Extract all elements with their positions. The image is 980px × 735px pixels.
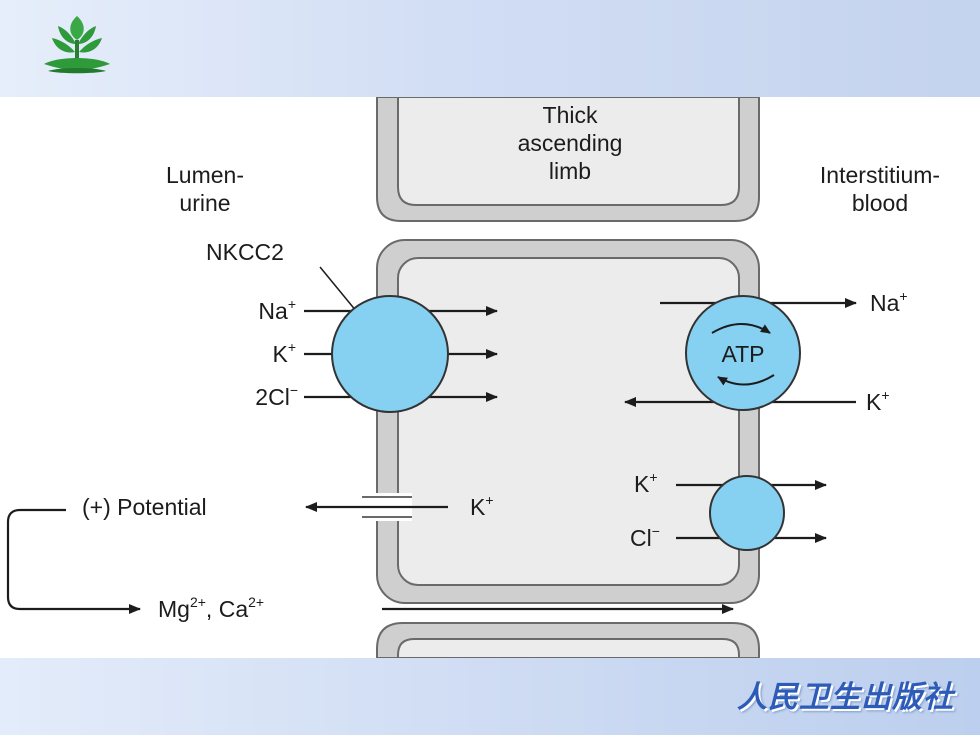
pump-k-label: K+: [866, 387, 890, 415]
pump-na-label: Na+: [870, 288, 908, 316]
tal-transport-diagram: Thick ascending limb Lumen- urine Inters…: [6, 97, 940, 658]
cell-label-line-1: Thick: [543, 102, 598, 128]
cell-label-line-3: limb: [549, 158, 591, 184]
upper-cell: [376, 97, 760, 222]
kcl-k-label: K+: [634, 469, 658, 497]
footer-band: [0, 658, 980, 735]
kcl-cl-label: Cl−: [630, 523, 660, 551]
atp-pump: [685, 295, 801, 411]
lower-cell: [376, 622, 760, 658]
nkcc2-k-label: K+: [272, 339, 296, 367]
kcl-cotransporter: [709, 475, 785, 551]
publisher-logo-text: 人民卫生出版社: [737, 680, 954, 715]
lumen-label-line-1: Lumen-: [166, 162, 244, 188]
header-band: [0, 0, 980, 97]
nkcc2-label: NKCC2: [206, 239, 284, 265]
nkcc2-transporter: [331, 295, 449, 413]
mg-ca-label: Mg2+, Ca2+: [158, 594, 264, 622]
atp-label: ATP: [721, 341, 764, 367]
channel-k-label: K+: [470, 492, 494, 520]
main-cell: [376, 239, 760, 604]
cell-label-line-2: ascending: [518, 130, 623, 156]
nkcc2-na-label: Na+: [258, 296, 296, 324]
potential-label: (+) Potential: [82, 494, 207, 520]
interstitium-label-line-2: blood: [852, 190, 908, 216]
interstitium-label-line-1: Interstitium-: [820, 162, 940, 188]
nkcc2-cl-label: 2Cl−: [255, 382, 298, 410]
plant-emblem-icon: [44, 16, 110, 74]
lumen-label-line-2: urine: [179, 190, 230, 216]
